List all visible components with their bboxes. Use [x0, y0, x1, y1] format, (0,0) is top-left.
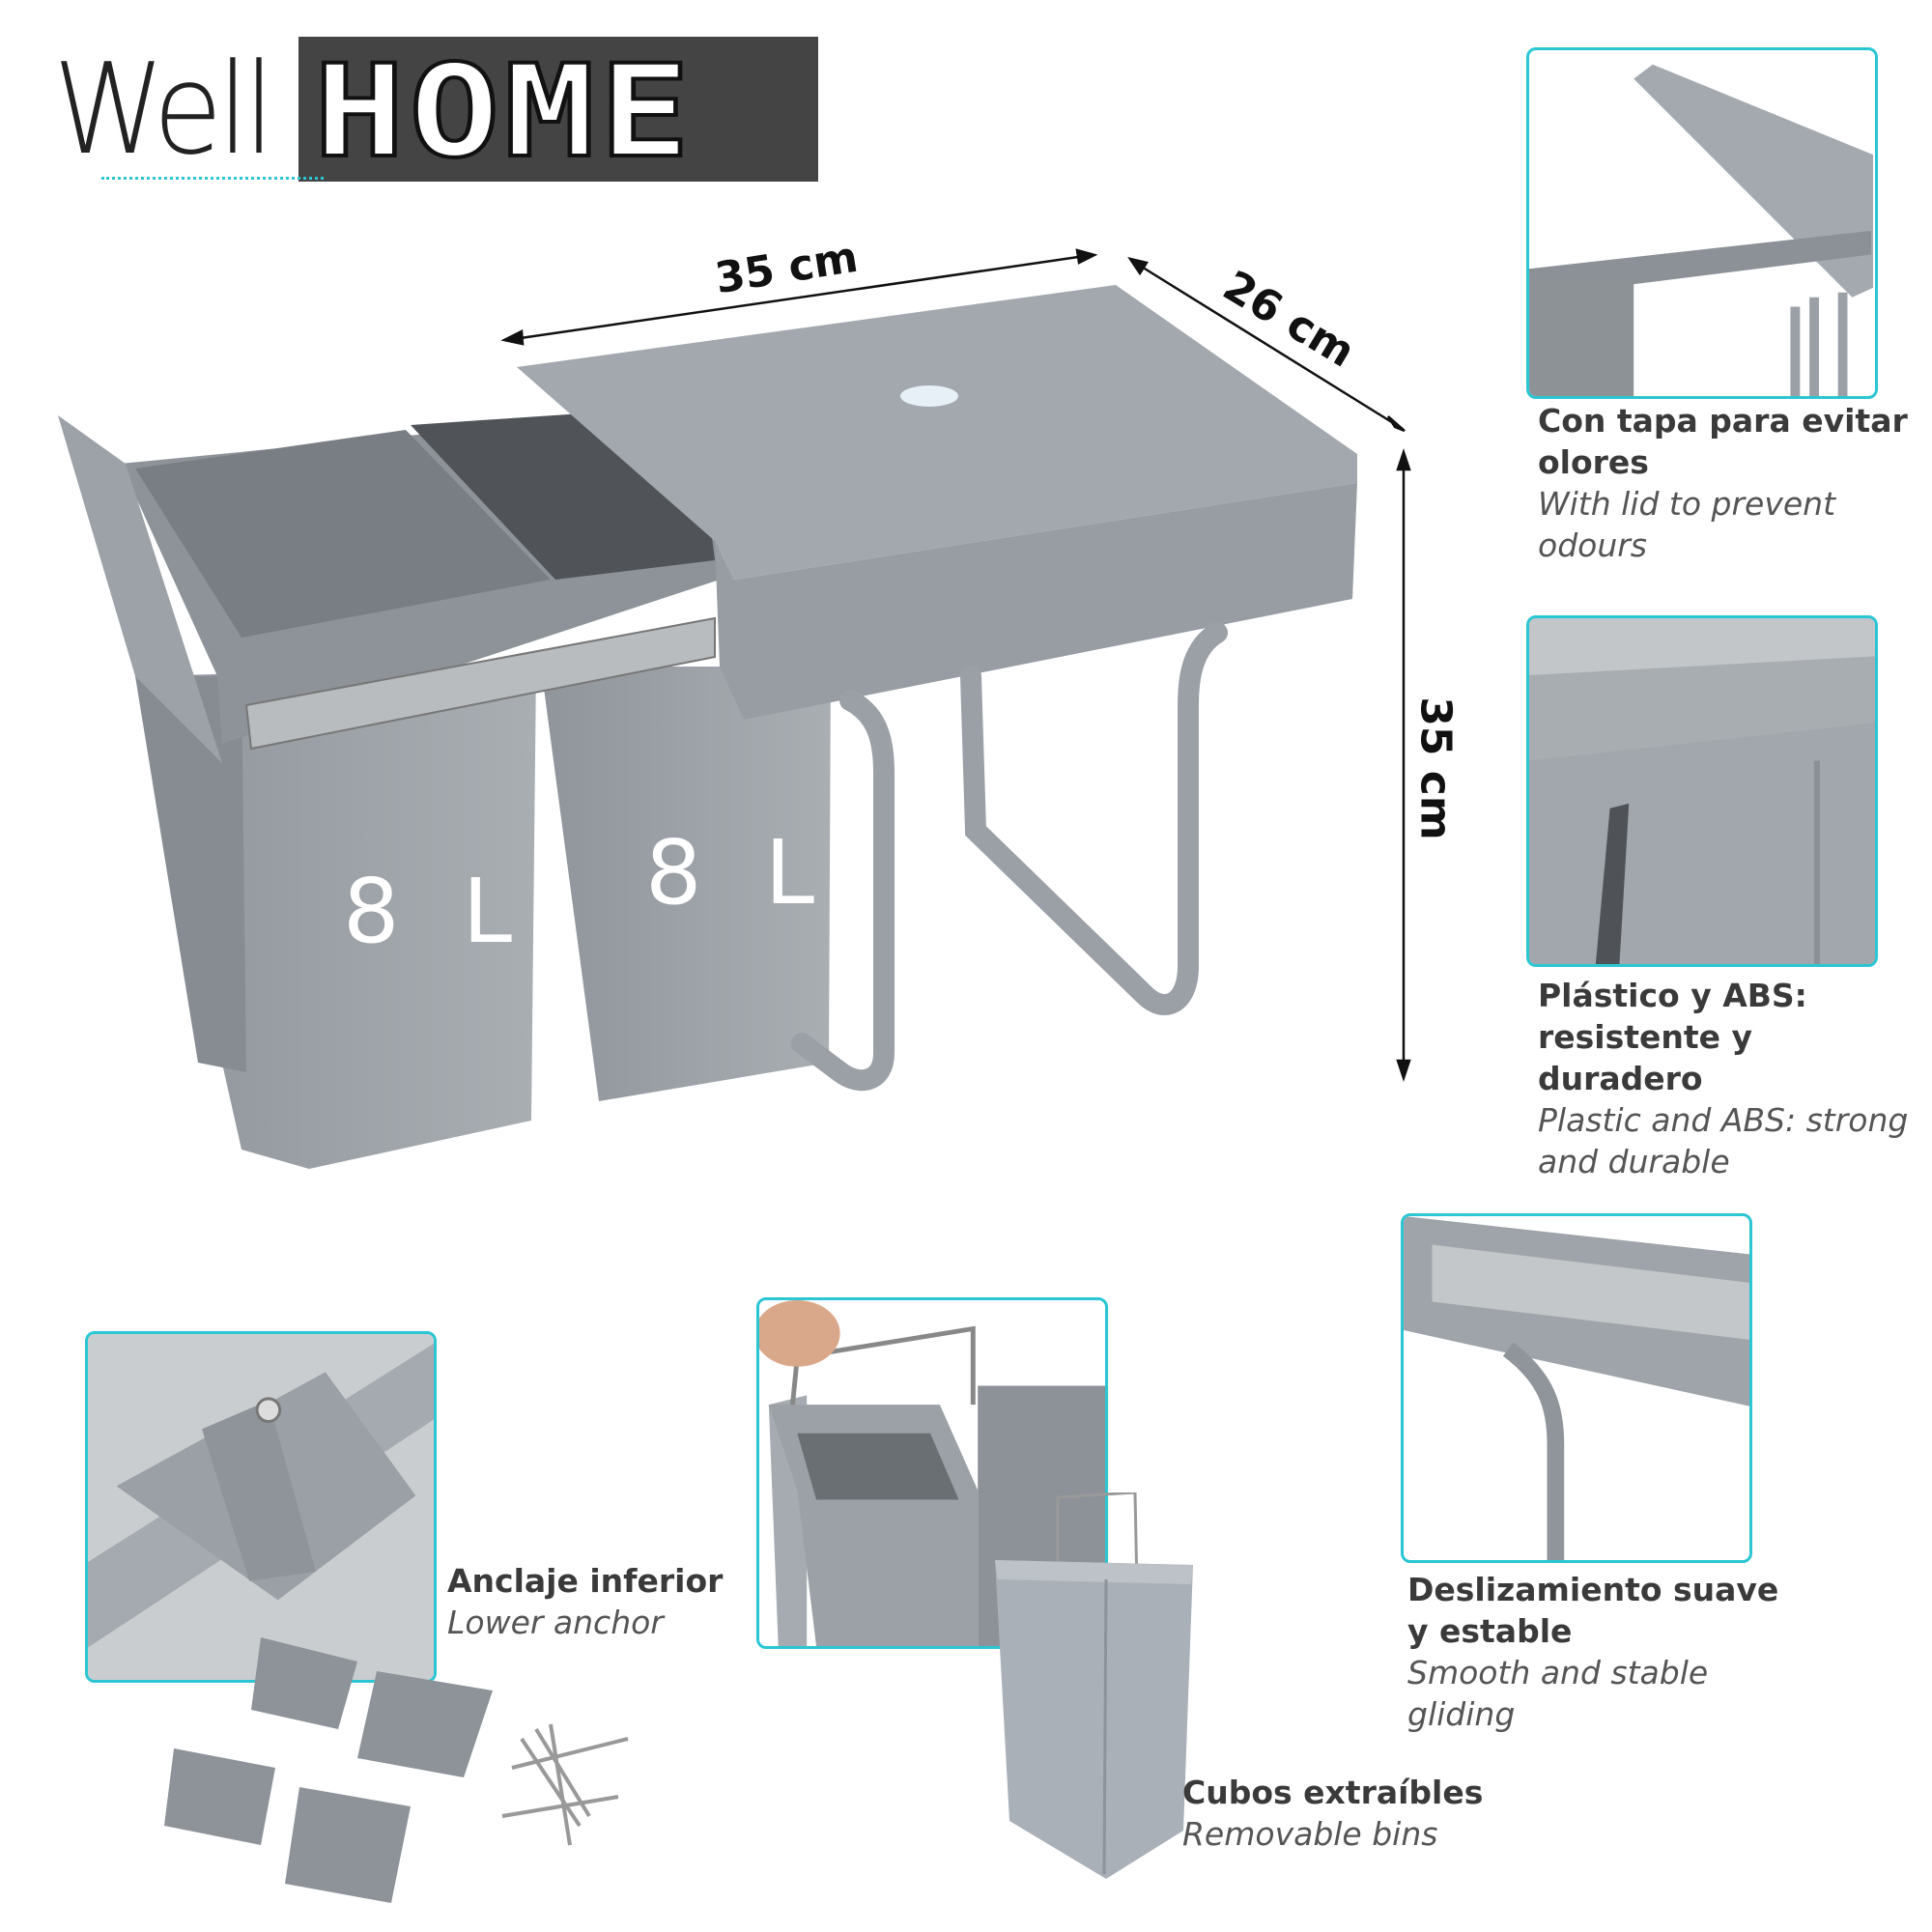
height-label: 35 cm [1410, 696, 1461, 840]
feature-anchor-caption: Anclaje inferior Lower anchor [447, 1561, 766, 1644]
feature-material-caption: Plástico y ABS: resistente y duradero Pl… [1538, 976, 1924, 1182]
feature-material-title-en: Plastic and ABS: strong and durable [1538, 1100, 1909, 1180]
leg-front [791, 690, 895, 1092]
slide-rail [244, 616, 716, 751]
front-panel [58, 415, 222, 763]
feature-lid-title-en: With lid to prevent odours [1538, 484, 1836, 564]
bin-left-volume: 8 L [343, 860, 530, 963]
feature-lid-photo [1526, 47, 1878, 399]
feature-bins-title-en: Removable bins [1182, 1814, 1438, 1853]
feature-gliding-caption: Deslizamiento suave y estable Smooth and… [1407, 1570, 1794, 1736]
feature-anchor-title-en: Lower anchor [447, 1603, 664, 1641]
feature-gliding-title-en: Smooth and stable gliding [1407, 1653, 1709, 1733]
bin-right-volume: 8 L [645, 821, 833, 924]
removable-bin [995, 1492, 1193, 1879]
feature-gliding-photo [1401, 1213, 1752, 1563]
lid [517, 285, 1357, 580]
feature-material-title-es: Plástico y ABS: resistente y duradero [1538, 977, 1807, 1097]
feature-anchor-title-es: Anclaje inferior [447, 1562, 724, 1600]
bin-right [541, 667, 831, 1101]
feature-material-photo [1526, 615, 1878, 967]
feature-bins-title-es: Cubos extraíbles [1182, 1774, 1484, 1811]
logo-well-text: Well [53, 36, 275, 183]
dimension-arrows [500, 248, 1411, 1082]
product-image [58, 248, 1411, 1169]
feature-lid-title-es: Con tapa para evitar olores [1538, 402, 1908, 481]
feature-anchor-photo [85, 1331, 437, 1683]
feature-lid-caption: Con tapa para evitar olores With lid to … [1538, 401, 1924, 567]
logo-home-text: HOME [312, 38, 695, 186]
logo-home-box: HOME [298, 37, 818, 182]
feature-bins-caption: Cubos extraíbles Removable bins [1182, 1773, 1569, 1856]
feature-gliding-title-es: Deslizamiento suave y estable [1407, 1571, 1779, 1650]
leg-back [960, 622, 1228, 1015]
anchor-brackets-and-screws [164, 1637, 629, 1903]
brand-logo: Well HOME [53, 37, 845, 191]
logo-dots [101, 177, 324, 180]
